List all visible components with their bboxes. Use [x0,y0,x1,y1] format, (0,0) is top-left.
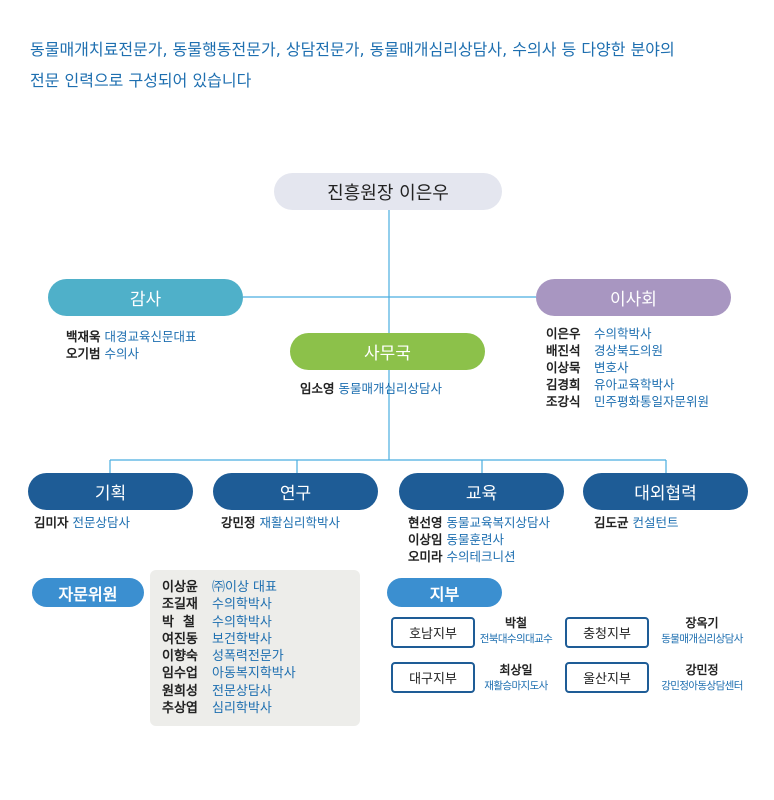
branch-honam-info: 박철 전북대수의대교수 [476,615,556,647]
director-box: 진흥원장 이은우 [274,173,502,210]
dept-research-box: 연구 [213,473,378,510]
advisors-panel [150,570,360,726]
secretariat-box: 사무국 [290,333,485,370]
branches-label: 지부 [429,584,460,604]
branch-chungcheong-info: 장옥기 동물매개심리상담사 [654,615,750,647]
branch-title: 전북대수의대교수 [479,633,553,645]
dept-external-box: 대외협력 [583,473,748,510]
dept-label: 대외협력 [634,484,697,504]
branch-person: 박철 [504,616,528,630]
advisor-row: 이상윤㈜이상 대표 [162,580,277,595]
branch-name: 충청지부 [583,627,631,642]
branch-person: 최상일 [499,663,533,677]
branch-person: 장옥기 [685,616,719,630]
branch-daegu-info: 최상일 재활승마지도사 [476,662,556,694]
branch-title: 강민정아동상담센터 [661,680,743,692]
branch-ulsan-info: 강민정 강민정아동상담센터 [654,662,750,694]
advisors-label: 자문위원 [58,584,118,604]
dept-planning-box: 기획 [28,473,193,510]
audit-label: 감사 [129,290,162,310]
branch-ulsan-box: 울산지부 [565,662,649,693]
dept-label: 교육 [465,484,498,504]
board-label: 이사회 [610,290,657,310]
branch-honam-box: 호남지부 [391,617,475,648]
branch-name: 대구지부 [409,672,457,687]
branch-title: 재활승마지도사 [484,680,548,692]
board-box: 이사회 [536,279,731,316]
branch-daegu-box: 대구지부 [391,662,475,693]
dept-label: 기획 [94,484,127,504]
branch-name: 호남지부 [409,627,457,642]
director-label: 진흥원장 이은우 [327,182,449,204]
audit-box: 감사 [48,279,243,316]
branch-title: 동물매개심리상담사 [661,633,743,645]
dept-label: 연구 [279,484,312,504]
branch-chungcheong-box: 충청지부 [565,617,649,648]
intro-line-2: 전문 인력으로 구성되어 있습니다 [30,71,252,90]
branch-name: 울산지부 [583,672,631,687]
dept-education-box: 교육 [399,473,564,510]
branches-box: 지부 [387,578,502,607]
secretariat-label: 사무국 [364,344,411,364]
intro-text: 동물매개치료전문가, 동물행동전문가, 상담전문가, 동물매개심리상담사, 수의… [30,34,750,96]
advisors-box: 자문위원 [32,578,144,607]
intro-line-1: 동물매개치료전문가, 동물행동전문가, 상담전문가, 동물매개심리상담사, 수의… [30,40,675,59]
branch-person: 강민정 [685,663,719,677]
